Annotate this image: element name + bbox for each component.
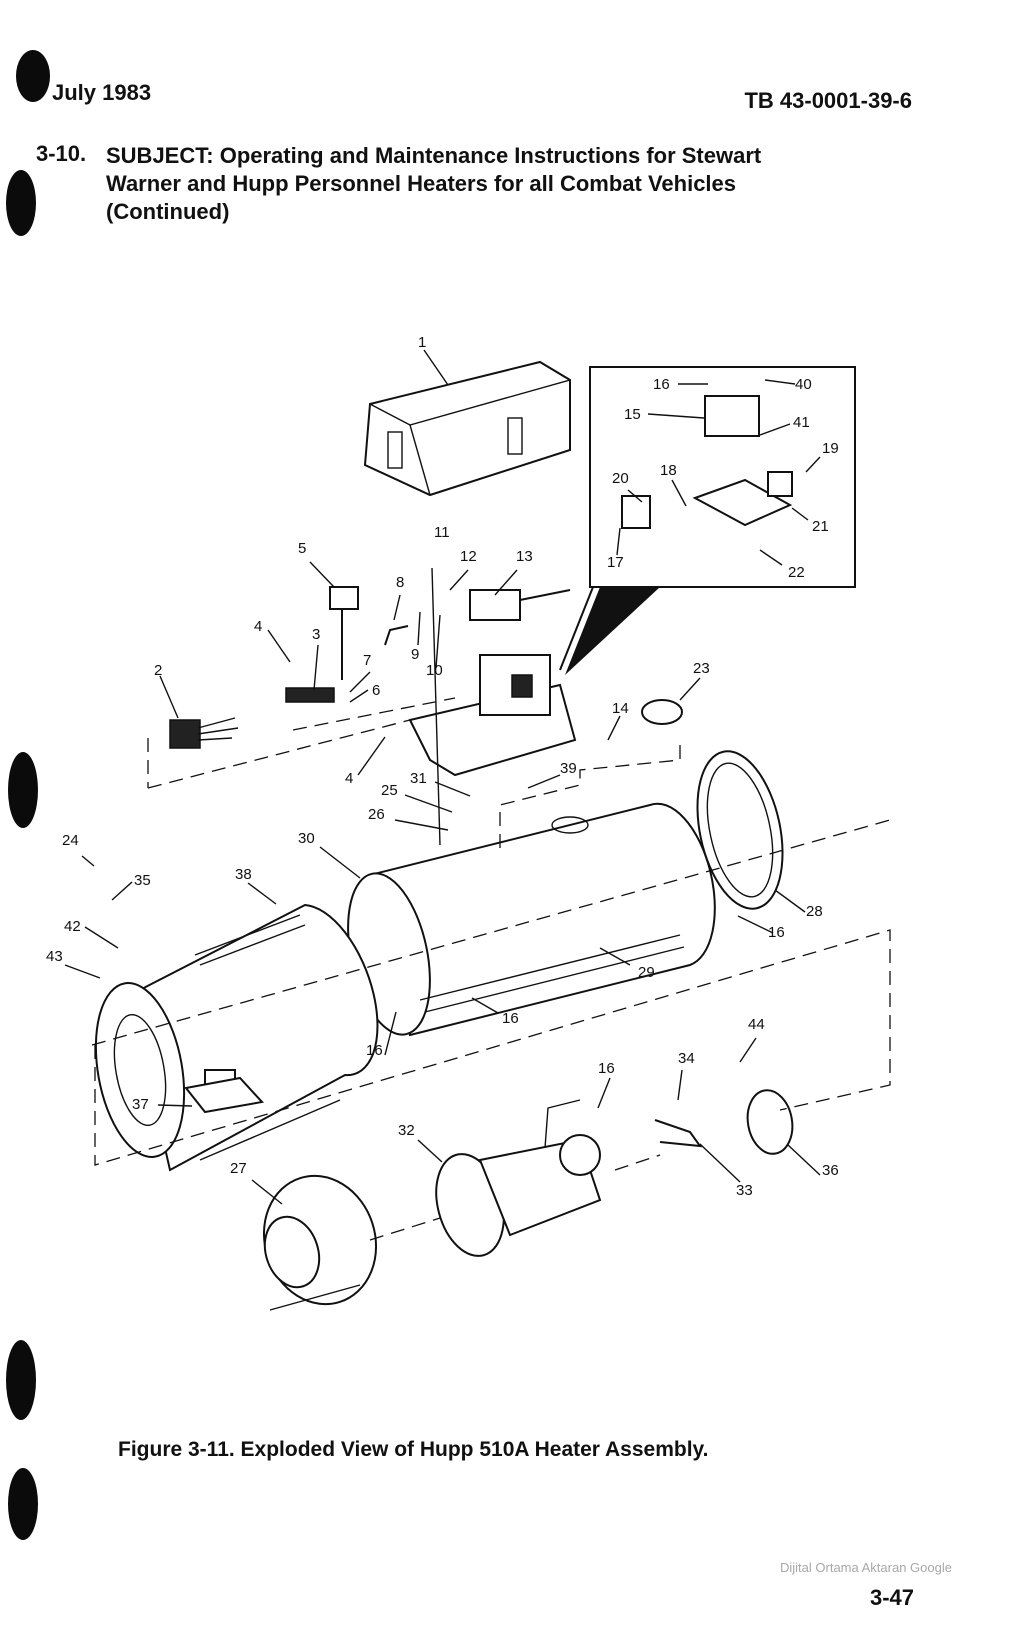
detail-inset [559,366,856,675]
callout-17: 17 [607,554,624,571]
leader-lines [64,349,821,1205]
callout-8: 8 [396,574,405,591]
plate-part [746,1089,794,1155]
motor-part [435,1099,602,1257]
callout-29: 29 [638,964,655,981]
callout-13: 13 [516,548,533,565]
callout-41: 41 [793,414,810,431]
subject-label: SUBJECT: [106,143,214,168]
callout-2: 2 [154,662,163,679]
callout-40: 40 [795,376,812,393]
cable-part [654,1119,703,1148]
callout-6: 6 [372,682,381,699]
callout-4b: 4 [345,770,354,787]
callout-7: 7 [363,652,372,669]
callout-16-jacket: 16 [366,1042,383,1059]
callout-16-inset: 16 [653,376,670,393]
callout-35: 35 [134,872,151,889]
callout-25: 25 [381,782,398,799]
callout-labels: 1 2 3 4 4 5 6 7 8 9 10 11 12 13 14 15 16… [0,300,1025,1350]
top-cover-part [363,360,571,497]
callout-3: 3 [312,626,321,643]
callout-31: 31 [410,770,427,787]
callout-34: 34 [678,1050,695,1067]
exploded-view-diagram [64,349,891,1311]
header-doc-number: TB 43-0001-39-6 [744,88,912,113]
binding-mark [6,1340,36,1420]
section-number: 3-10. [36,141,87,166]
callout-22: 22 [788,564,805,581]
fan-part [262,1174,378,1311]
callout-4a: 4 [254,618,263,635]
wiring-connector-part [169,717,239,749]
cap-part [641,699,683,725]
callout-16-cylinder: 16 [502,1010,519,1027]
callout-36: 36 [822,1162,839,1179]
binding-mark [16,50,50,102]
control-bracket-assembly [285,586,577,777]
callout-16-ring: 16 [768,924,785,941]
callout-28: 28 [806,903,823,920]
binding-mark [6,170,36,236]
callout-23: 23 [693,660,710,677]
callout-33: 33 [736,1182,753,1199]
callout-43: 43 [46,948,63,965]
callout-10: 10 [426,662,443,679]
gasket-part [184,1076,264,1114]
callout-18: 18 [660,462,677,479]
callout-12: 12 [460,548,477,565]
alignment-lines [91,697,891,1241]
ring-part [696,750,784,910]
binding-mark [8,1468,38,1540]
callout-26: 26 [368,806,385,823]
callout-5: 5 [298,540,307,557]
callout-30: 30 [298,830,315,847]
callout-16-motor: 16 [598,1060,615,1077]
callout-27: 27 [230,1160,247,1177]
callout-1: 1 [418,334,427,351]
callout-15: 15 [624,406,641,423]
callout-9: 9 [411,646,420,663]
page-number: 3-47 [870,1585,915,1610]
figure-caption: Figure 3-11. Exploded View of Hupp 510A … [118,1438,709,1461]
callout-14: 14 [612,700,629,717]
callout-39: 39 [560,760,577,777]
section-subject: SUBJECT: Operating and Maintenance Instr… [106,142,886,226]
scan-watermark: Dijital Ortama Aktaran Google [780,1560,952,1575]
callout-24: 24 [62,832,79,849]
callout-37: 37 [132,1096,149,1113]
callout-11: 11 [434,524,450,541]
subject-line-2: Warner and Hupp Personnel Heaters for al… [106,171,737,196]
callout-19: 19 [822,440,839,457]
subject-line-1: Operating and Maintenance Instructions f… [219,143,762,168]
callout-38: 38 [235,866,252,883]
subject-line-3: (Continued) [106,199,230,224]
callout-32: 32 [398,1122,415,1139]
callout-20: 20 [612,470,629,487]
header-date: July 1983 [52,80,152,105]
outer-jacket-part [94,903,379,1172]
callout-42: 42 [64,918,81,935]
callout-21: 21 [812,518,829,535]
callout-44: 44 [748,1016,765,1033]
binding-mark [8,752,38,828]
